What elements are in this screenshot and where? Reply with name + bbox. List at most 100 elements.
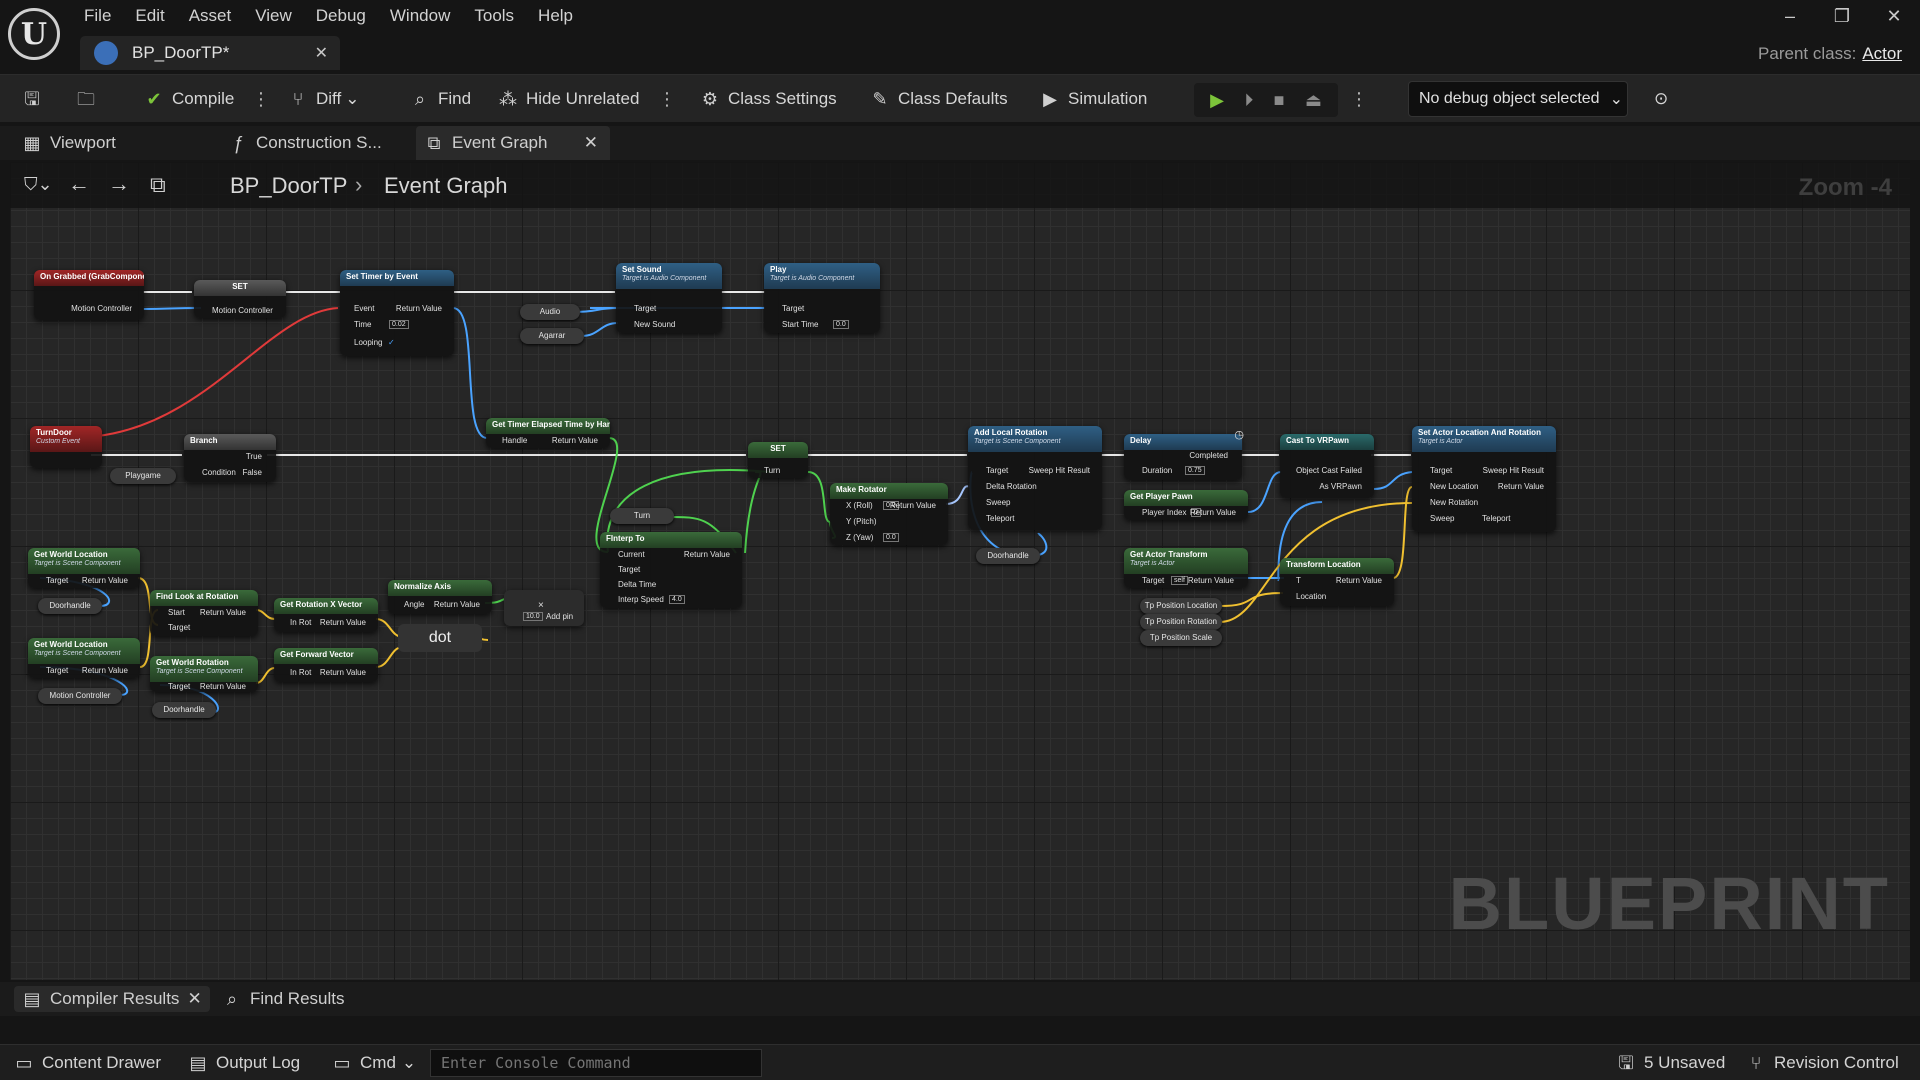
bookmark-icon[interactable]: ⛉⌄ bbox=[24, 174, 53, 194]
hide-unrelated-button[interactable]: ⁂Hide Unrelated bbox=[496, 85, 639, 113]
console-command-input[interactable] bbox=[430, 1049, 762, 1077]
checkbox-icon[interactable]: ✓ bbox=[388, 338, 395, 347]
tab-viewport[interactable]: ▦Viewport bbox=[14, 126, 214, 160]
node-get-player-pawn[interactable]: Get Player Pawn Player Index 0 Return Va… bbox=[1124, 490, 1248, 520]
cmd-dropdown[interactable]: ▭Cmd⌄ bbox=[330, 1051, 416, 1075]
restore-icon[interactable]: ❐ bbox=[1833, 6, 1851, 26]
unsaved-button[interactable]: 🖫5 Unsaved bbox=[1614, 1051, 1725, 1075]
self-input[interactable]: self bbox=[1171, 576, 1188, 585]
diff-button[interactable]: ⑂Diff⌄ bbox=[286, 85, 360, 113]
multiplier-input[interactable]: 10.0 bbox=[523, 612, 543, 621]
close-tab-icon[interactable]: ✕ bbox=[187, 989, 202, 1008]
var-turn[interactable]: Turn bbox=[610, 508, 674, 524]
event-graph-canvas[interactable]: ⛉⌄ ← → ⧉ BP_DoorTP › Event Graph Zoom -4… bbox=[10, 162, 1910, 980]
menu-file[interactable]: File bbox=[84, 6, 112, 25]
interp-speed-input[interactable]: 4.0 bbox=[669, 595, 685, 604]
tab-compiler-results[interactable]: ▤Compiler Results✕ bbox=[14, 986, 210, 1012]
save-button[interactable]: 🖫 bbox=[20, 85, 50, 113]
compile-button[interactable]: ✔Compile bbox=[142, 85, 234, 113]
var-audio[interactable]: Audio bbox=[520, 304, 580, 320]
debug-find-icon[interactable]: ⊙ bbox=[1654, 89, 1669, 108]
menu-window[interactable]: Window bbox=[389, 6, 451, 25]
find-button[interactable]: ⌕Find bbox=[408, 85, 471, 113]
unreal-logo-icon[interactable]: U bbox=[8, 8, 60, 60]
revision-control-button[interactable]: ⑂Revision Control bbox=[1744, 1051, 1899, 1075]
document-tab[interactable]: BP_DoorTP* ✕ bbox=[80, 36, 340, 70]
tab-event-graph[interactable]: ⧉Event Graph✕ bbox=[416, 126, 610, 160]
node-delay[interactable]: Delay Duration 0.75 Completed ◷ bbox=[1124, 429, 1244, 480]
menu-view[interactable]: View bbox=[255, 6, 292, 25]
yaw-input[interactable]: 0.0 bbox=[883, 533, 899, 542]
close-tab-icon[interactable]: ✕ bbox=[583, 133, 598, 152]
var-tp-position-location[interactable]: Tp Position Location bbox=[1140, 598, 1222, 614]
stop-icon[interactable]: ■ bbox=[1273, 89, 1285, 110]
node-finterp-to[interactable]: FInterp To Current Return Value Target D… bbox=[600, 532, 742, 608]
back-arrow-icon[interactable]: ← bbox=[68, 171, 90, 196]
menu-asset[interactable]: Asset bbox=[188, 6, 232, 25]
content-drawer-button[interactable]: ▭Content Drawer bbox=[12, 1051, 161, 1075]
breadcrumb-graph[interactable]: Event Graph bbox=[384, 173, 508, 198]
duration-input[interactable]: 0.75 bbox=[1185, 466, 1205, 475]
play-icon[interactable]: ▶ bbox=[1210, 89, 1224, 110]
close-tab-icon[interactable]: ✕ bbox=[314, 45, 328, 62]
node-get-rotation-x-vector[interactable]: Get Rotation X Vector In Rot Return Valu… bbox=[274, 598, 378, 632]
node-dot-product[interactable]: dot bbox=[398, 624, 482, 652]
add-pin-button[interactable]: Add pin bbox=[546, 612, 574, 621]
var-doorhandle[interactable]: Doorhandle bbox=[976, 548, 1040, 564]
var-tp-position-rotation[interactable]: Tp Position Rotation bbox=[1140, 614, 1222, 630]
forward-arrow-icon[interactable]: → bbox=[108, 171, 130, 196]
node-on-grabbed[interactable]: On Grabbed (GrabComponent) Motion Contro… bbox=[34, 270, 144, 320]
breadcrumb-class[interactable]: BP_DoorTP bbox=[230, 173, 348, 198]
simulation-button[interactable]: ▶Simulation bbox=[1038, 85, 1147, 113]
node-set-timer-by-event[interactable]: Set Timer by Event Event Return Value Ti… bbox=[340, 270, 454, 356]
node-multiply[interactable]: × 10.0 Add pin bbox=[504, 590, 584, 626]
debug-object-select[interactable]: No debug object selected⌄ bbox=[1408, 81, 1628, 117]
class-defaults-button[interactable]: ✎Class Defaults bbox=[868, 85, 1007, 113]
menu-tools[interactable]: Tools bbox=[474, 6, 515, 25]
parent-class-link[interactable]: Actor bbox=[1862, 44, 1902, 63]
more-options-icon[interactable]: ⋮ bbox=[658, 88, 676, 109]
minimize-icon[interactable]: – bbox=[1784, 6, 1795, 26]
var-tp-position-scale[interactable]: Tp Position Scale bbox=[1140, 630, 1222, 646]
output-log-button[interactable]: ▤Output Log bbox=[186, 1051, 300, 1075]
node-find-look-at-rotation[interactable]: Find Look at Rotation Start Return Value… bbox=[150, 590, 258, 636]
node-make-rotator[interactable]: Make Rotator X (Roll) 0.0 Return Value Y… bbox=[830, 483, 948, 545]
tab-find-results[interactable]: ⌕Find Results bbox=[216, 986, 376, 1012]
browse-button[interactable]: 🗀 bbox=[74, 85, 104, 113]
roll-input[interactable]: 0.0 bbox=[883, 501, 899, 510]
start-time-input[interactable]: 0.0 bbox=[833, 320, 849, 329]
node-normalize-axis[interactable]: Normalize Axis Angle Return Value bbox=[388, 580, 492, 614]
var-playgame[interactable]: Playgame bbox=[110, 468, 176, 484]
var-motion-controller[interactable]: Motion Controller bbox=[38, 688, 122, 704]
time-value-input[interactable]: 0.02 bbox=[389, 320, 409, 329]
class-settings-button[interactable]: ⚙Class Settings bbox=[698, 85, 837, 113]
player-index-input[interactable]: 0 bbox=[1191, 508, 1201, 517]
node-set-motion-controller[interactable]: SET Motion Controller bbox=[194, 280, 286, 318]
play-options-icon[interactable]: ⋮ bbox=[1350, 88, 1368, 109]
var-doorhandle[interactable]: Doorhandle bbox=[38, 598, 102, 614]
node-cast-to-vrpawn[interactable]: Cast To VRPawn Object Cast Failed As VRP… bbox=[1280, 434, 1374, 498]
node-get-timer-elapsed[interactable]: Get Timer Elapsed Time by Handle Handle … bbox=[486, 418, 610, 448]
var-agarrar[interactable]: Agarrar bbox=[520, 328, 584, 344]
close-icon[interactable]: ✕ bbox=[1886, 6, 1902, 26]
step-icon[interactable]: ⏵ bbox=[1244, 89, 1254, 110]
compile-options-icon[interactable]: ⋮ bbox=[252, 88, 270, 109]
var-doorhandle[interactable]: Doorhandle bbox=[152, 702, 216, 718]
menu-help[interactable]: Help bbox=[538, 6, 574, 25]
node-get-forward-vector[interactable]: Get Forward Vector In Rot Return Value bbox=[274, 648, 378, 682]
node-set-turn[interactable]: SET Turn bbox=[748, 442, 808, 478]
eject-icon[interactable]: ⏏ bbox=[1304, 89, 1322, 110]
menu-edit[interactable]: Edit bbox=[135, 6, 165, 25]
node-transform-location[interactable]: Transform Location T Return Value Locati… bbox=[1280, 558, 1394, 606]
node-branch[interactable]: Branch Condition True False bbox=[184, 434, 276, 482]
